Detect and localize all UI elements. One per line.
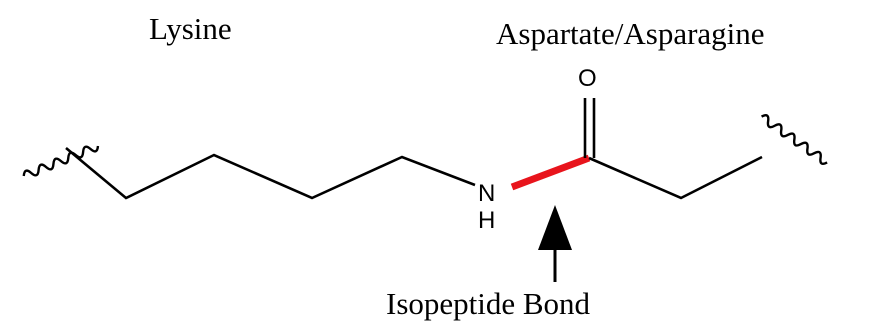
right-chain-break-squiggle (761, 114, 828, 166)
lysine-label: Lysine (149, 11, 232, 46)
arrow-head (538, 205, 572, 250)
nitrogen-atom-label: N (478, 180, 496, 207)
aspartate-side-chain (588, 155, 763, 200)
lysine-side-chain (65, 147, 476, 200)
oxygen-atom-label: O (578, 65, 597, 92)
isopeptide-bond-line (510, 154, 591, 191)
isopeptide-bond-label: Isopeptide Bond (386, 286, 591, 321)
left-chain-break-squiggle (22, 145, 100, 177)
aspartate-asparagine-label: Aspartate/Asparagine (496, 16, 765, 51)
hydrogen-atom-label: H (478, 207, 496, 234)
